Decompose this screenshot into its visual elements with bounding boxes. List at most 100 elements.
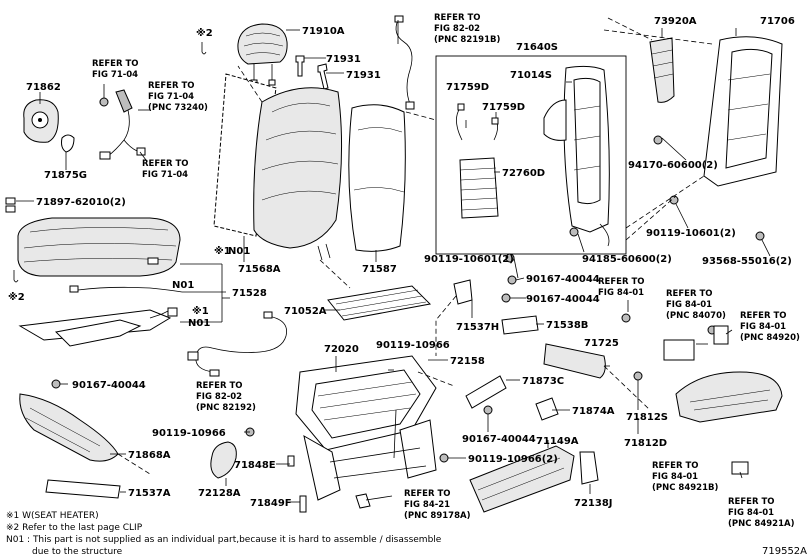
label-71897: 71897-62010(2) bbox=[36, 197, 126, 208]
seat-frame-drawing bbox=[295, 355, 437, 501]
label-71849f: 71849F bbox=[250, 498, 292, 509]
svg-text:REFER TO: REFER TO bbox=[92, 59, 139, 69]
seat-heater-wire-drawing bbox=[18, 285, 183, 347]
ref-fig84-21: REFER TO FIG 84-21 (PNC 89178A) bbox=[404, 489, 471, 521]
ref-fig84-01-c: REFER TO FIG 84-01 (PNC 84920) bbox=[740, 311, 800, 343]
label-71014s: 71014S bbox=[510, 70, 552, 81]
svg-text:FIG 84-01: FIG 84-01 bbox=[652, 472, 698, 482]
part-labels: 71910A 71931 71931 71862 71875G 71897-62… bbox=[8, 16, 795, 509]
bolts-drawing bbox=[51, 97, 765, 463]
headrest-drawing bbox=[237, 23, 288, 86]
ref-fig84-01-b: REFER TO FIG 84-01 (PNC 84070) bbox=[666, 289, 726, 321]
ref-fig71-04-b: REFER TO FIG 71-04 (PNC 73240) bbox=[148, 81, 208, 113]
seat-adjuster-mat-drawing bbox=[327, 285, 432, 321]
label-72760d: 72760D bbox=[502, 168, 545, 179]
label-90167-d: 90167-40044 bbox=[72, 380, 146, 391]
label-71759d-b: 71759D bbox=[482, 102, 525, 113]
note-seat-heater: ※1 W(SEAT HEATER) bbox=[6, 511, 99, 521]
label-n01-a: N01 bbox=[172, 280, 194, 291]
label-71537a: 71537A bbox=[128, 488, 171, 499]
label-n01-b: N01 bbox=[188, 318, 210, 329]
label-71875g: 71875G bbox=[44, 170, 87, 181]
ref-fig84-01-e: REFER TO FIG 84-01 (PNC 84921A) bbox=[728, 497, 795, 529]
svg-text:(PNC 82192): (PNC 82192) bbox=[196, 403, 256, 413]
svg-text:FIG 84-21: FIG 84-21 bbox=[404, 500, 450, 510]
svg-text:(PNC 84921B): (PNC 84921B) bbox=[652, 483, 718, 493]
assembly-box-71640s bbox=[435, 55, 627, 255]
label-71812d: 71812D bbox=[624, 438, 667, 449]
label-x2-a: ※2 bbox=[196, 27, 213, 39]
seatback-frame-drawing bbox=[543, 65, 610, 247]
svg-text:(PNC 84921A): (PNC 84921A) bbox=[728, 519, 795, 529]
label-71537h: 71537H bbox=[456, 322, 499, 333]
bolt-71931-drawing bbox=[295, 55, 329, 90]
side-shield-drawing bbox=[19, 393, 121, 499]
label-71706: 71706 bbox=[760, 16, 795, 27]
svg-text:FIG 84-01: FIG 84-01 bbox=[740, 322, 786, 332]
svg-text:REFER TO: REFER TO bbox=[728, 497, 775, 507]
side-cover-drawing bbox=[663, 325, 783, 475]
wire-harness-upper-drawing bbox=[394, 15, 415, 110]
label-71538b: 71538B bbox=[546, 320, 588, 331]
label-90119-10601-b: 90119-10601(2) bbox=[424, 254, 514, 265]
svg-text:REFER TO: REFER TO bbox=[142, 159, 189, 169]
seat-cushion-drawing bbox=[17, 217, 181, 277]
svg-text:FIG 82-02: FIG 82-02 bbox=[434, 24, 480, 34]
svg-text:(PNC 84920): (PNC 84920) bbox=[740, 333, 800, 343]
label-71931-a: 71931 bbox=[326, 54, 361, 65]
leader-lines bbox=[16, 20, 771, 503]
label-94170: 94170-60600(2) bbox=[628, 160, 718, 171]
label-90119-10966-b: 90119-10966 bbox=[152, 428, 226, 439]
label-90119-10966-a: 90119-10966 bbox=[376, 340, 450, 351]
small-clips-drawing bbox=[5, 42, 207, 283]
label-72158: 72158 bbox=[450, 356, 485, 367]
lower-shields-drawing bbox=[469, 343, 606, 513]
label-71848e: 71848E bbox=[234, 460, 276, 471]
svg-text:FIG 71-04: FIG 71-04 bbox=[142, 170, 188, 180]
svg-text:(PNC 73240): (PNC 73240) bbox=[148, 103, 208, 113]
ref-fig82-02-b: REFER TO FIG 82-02 (PNC 82192) bbox=[196, 381, 256, 413]
svg-text:(PNC 82191B): (PNC 82191B) bbox=[434, 35, 500, 45]
note-clip: ※2 Refer to the last page CLIP bbox=[6, 523, 143, 533]
footnotes: ※1 W(SEAT HEATER) ※2 Refer to the last p… bbox=[6, 511, 807, 557]
svg-text:REFER TO: REFER TO bbox=[652, 461, 699, 471]
svg-text:FIG 84-01: FIG 84-01 bbox=[598, 288, 644, 298]
label-73920a: 73920A bbox=[654, 16, 697, 27]
reclining-parts-drawing bbox=[453, 279, 559, 421]
note-n01-cont: due to the structure bbox=[32, 547, 123, 557]
label-72138j: 72138J bbox=[574, 498, 613, 509]
svg-text:REFER TO: REFER TO bbox=[666, 289, 713, 299]
label-71587: 71587 bbox=[362, 264, 397, 275]
ref-fig84-01-a: REFER TO FIG 84-01 bbox=[598, 277, 645, 298]
label-71862: 71862 bbox=[26, 82, 61, 93]
svg-text:(PNC 84070): (PNC 84070) bbox=[666, 311, 726, 321]
label-71149a: 71149A bbox=[536, 436, 579, 447]
label-72020: 72020 bbox=[324, 344, 359, 355]
reference-labels: REFER TO FIG 71-04 REFER TO FIG 71-04 (P… bbox=[92, 13, 800, 529]
label-x2-b: ※2 bbox=[8, 291, 25, 303]
svg-text:REFER TO: REFER TO bbox=[148, 81, 195, 91]
label-72128a: 72128A bbox=[198, 488, 241, 499]
label-93568: 93568-55016(2) bbox=[702, 256, 792, 267]
label-90119-10966-c: 90119-10966(2) bbox=[468, 454, 558, 465]
lumbar-support-drawing bbox=[456, 103, 499, 219]
side-airbag-drawing bbox=[649, 37, 675, 103]
svg-text:FIG 84-01: FIG 84-01 bbox=[728, 508, 774, 518]
label-71640s: 71640S bbox=[516, 42, 558, 53]
svg-text:FIG 84-01: FIG 84-01 bbox=[666, 300, 712, 310]
label-71568a: 71568A bbox=[238, 264, 281, 275]
label-71868a: 71868A bbox=[128, 450, 171, 461]
svg-text:REFER TO: REFER TO bbox=[196, 381, 243, 391]
svg-text:FIG 71-04: FIG 71-04 bbox=[148, 92, 194, 102]
label-71725: 71725 bbox=[584, 338, 619, 349]
seatback-pad-drawing bbox=[253, 87, 343, 261]
svg-text:(PNC 89178A): (PNC 89178A) bbox=[404, 511, 471, 521]
label-90167-c: 90167-40044 bbox=[462, 434, 536, 445]
label-90119-10601: 90119-10601(2) bbox=[646, 228, 736, 239]
svg-text:REFER TO: REFER TO bbox=[740, 311, 787, 321]
label-90167-a: 90167-40044 bbox=[526, 274, 600, 285]
label-71052a: 71052A bbox=[284, 306, 327, 317]
ref-fig71-04-a: REFER TO FIG 71-04 bbox=[92, 59, 139, 80]
label-71528: 71528 bbox=[232, 288, 267, 299]
ref-fig82-02-a: REFER TO FIG 82-02 (PNC 82191B) bbox=[434, 13, 500, 45]
